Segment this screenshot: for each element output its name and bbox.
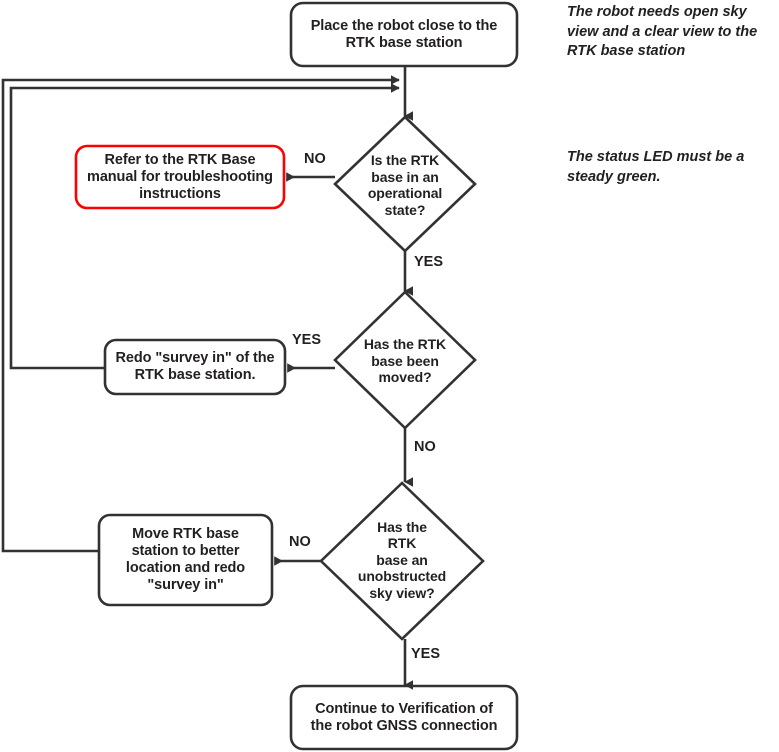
- annotation-status-led: The status LED must be a steady green.: [567, 149, 745, 185]
- edge-redo-survey-feedback-loop: [9, 83, 400, 370]
- node-place-robot-shape: [289, 1, 519, 68]
- edge-label-skyview-yes: YES: [411, 646, 441, 662]
- edge-label-operational-yes: YES: [414, 254, 444, 270]
- edge-move-base-feedback-loop: [1, 75, 400, 553]
- node-has-base-moved-shape: [333, 290, 477, 430]
- node-has-sky-view-shape: [319, 481, 485, 641]
- node-redo-survey-shape: [103, 338, 287, 396]
- node-refer-to-manual-shape: [74, 144, 286, 210]
- edge-label-moved-yes: YES: [292, 332, 322, 348]
- annotation-open-sky: The robot needs open sky view and a clea…: [567, 4, 758, 59]
- node-move-base-shape: [97, 513, 274, 607]
- node-is-rtk-operational-shape: [333, 115, 477, 253]
- edge-label-operational-no: NO: [304, 151, 326, 167]
- edge-label-moved-no: NO: [414, 439, 436, 455]
- node-continue-verification-shape: [289, 684, 519, 751]
- edge-label-skyview-no: NO: [289, 534, 311, 550]
